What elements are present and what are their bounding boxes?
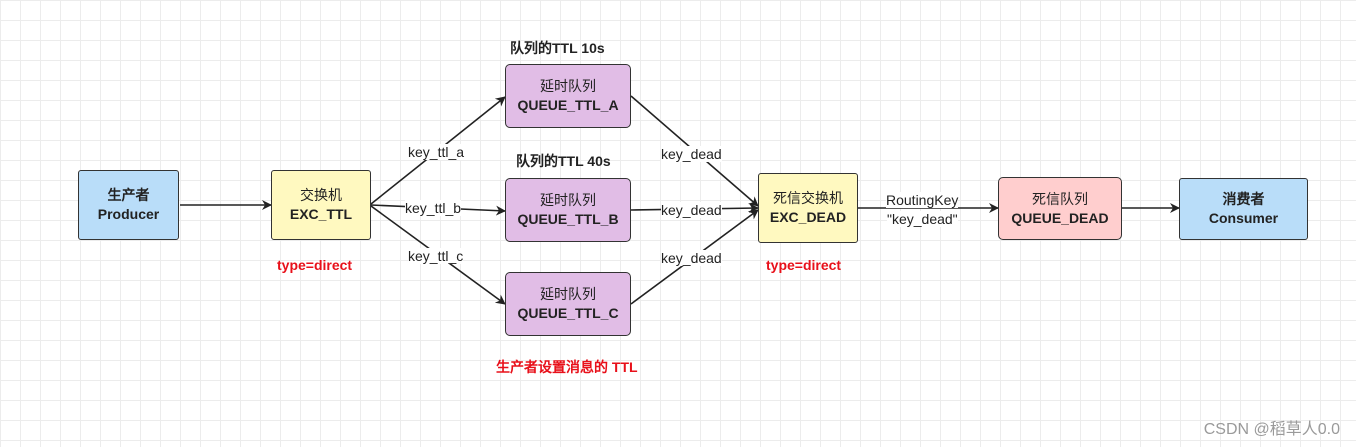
consumer-node: 消费者 Consumer [1179,178,1308,240]
edge-label-dead-b: key_dead [661,202,722,218]
queue-a-label-en: QUEUE_TTL_A [517,97,619,113]
edge-label-key-ttl-c: key_ttl_c [408,248,464,264]
dead-queue-label-cn: 死信队列 [1032,190,1088,207]
routing-key-value: "key_dead" [887,211,958,227]
csdn-watermark: CSDN @稻草人0.0 [1203,421,1340,438]
queue-c-node: 延时队列 QUEUE_TTL_C [505,272,631,336]
dead-queue-label-en: QUEUE_DEAD [1011,209,1109,226]
queue-c-label-en: QUEUE_TTL_C [517,305,619,321]
queue-c-label-cn: 延时队列 [540,286,596,302]
queue-b-label-cn: 延时队列 [540,192,596,208]
producer-label-en: Producer [97,206,160,222]
dead-exchange-node: 死信交换机 EXC_DEAD [758,173,858,243]
exchange-node: 交换机 EXC_TTL [271,170,371,240]
exchange-type-label: type=direct [277,257,353,273]
producer-ttl-note: 生产者设置消息的 TTL [496,359,638,375]
edge-label-dead-c: key_dead [661,250,722,266]
dead-exchange-type-label: type=direct [766,257,842,273]
dead-exchange-label-en: EXC_DEAD [769,209,847,225]
queue-b-label-en: QUEUE_TTL_B [517,211,619,227]
dead-exchange-label-cn: 死信交换机 [773,190,843,206]
queue-a-node: 延时队列 QUEUE_TTL_A [505,64,631,128]
dead-queue-node: 死信队列 QUEUE_DEAD [998,177,1122,240]
routing-key-label: RoutingKey [886,192,959,208]
queue-b-node: 延时队列 QUEUE_TTL_B [505,178,631,242]
consumer-label-cn: 消费者 [1222,191,1265,207]
exchange-label-cn: 交换机 [300,187,342,203]
ttl-a-note: 队列的TTL 10s [510,40,605,56]
edge-label-key-ttl-b: key_ttl_b [405,200,462,216]
edge-label-key-ttl-a: key_ttl_a [408,144,465,160]
ttl-b-note: 队列的TTL 40s [516,153,611,169]
producer-label-cn: 生产者 [107,187,150,203]
consumer-label-en: Consumer [1208,210,1279,226]
exchange-label-en: EXC_TTL [289,206,353,222]
edge-label-dead-a: key_dead [661,146,722,162]
queue-a-label-cn: 延时队列 [540,78,596,94]
producer-node: 生产者 Producer [78,170,179,240]
